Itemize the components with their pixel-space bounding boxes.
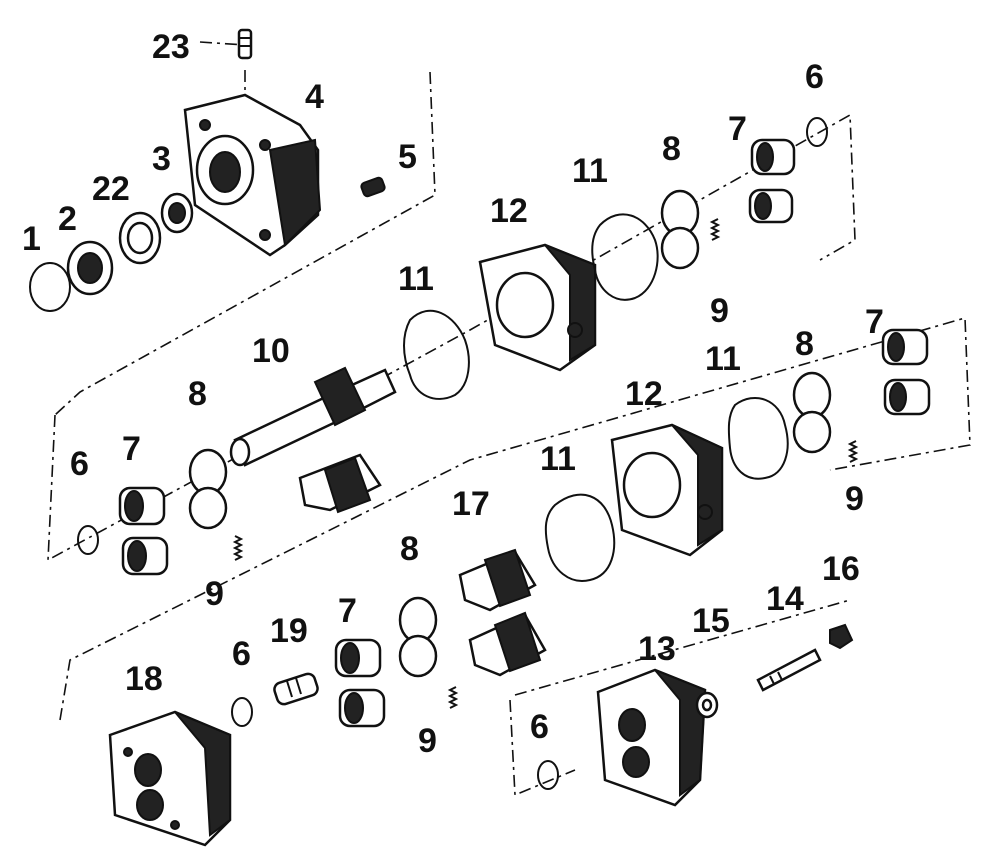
label-23: 23	[152, 28, 190, 66]
part-11-gasket-a	[403, 309, 470, 400]
label-1: 1	[22, 220, 41, 258]
part-10-drive-shaft	[229, 366, 397, 467]
part-7-bearing-c	[881, 328, 931, 416]
part-8-wear-plate-d	[398, 596, 438, 678]
label-11d: 11	[540, 440, 576, 478]
part-6-ring-b	[77, 525, 99, 555]
label-11b: 11	[398, 260, 434, 298]
label-9a: 9	[710, 292, 729, 330]
part-9-spring-b	[232, 535, 244, 561]
part-11-gasket-d	[727, 396, 789, 480]
label-6d: 6	[530, 708, 549, 746]
part-6-ring-d	[537, 760, 559, 790]
part-18-end-cover	[108, 710, 232, 847]
label-4: 4	[305, 78, 324, 116]
label-5: 5	[398, 138, 417, 176]
part-7-bearing-d	[334, 638, 386, 728]
label-6c: 6	[232, 635, 251, 673]
label-3: 3	[152, 140, 171, 178]
label-16: 16	[822, 550, 860, 588]
label-8a: 8	[662, 130, 681, 168]
part-2-seal	[66, 240, 114, 296]
label-2: 2	[58, 200, 77, 238]
part-13-rear-cover	[596, 668, 707, 807]
part-7-bearing-b	[118, 486, 169, 576]
part-9-spring-c	[847, 440, 859, 463]
part-8-wear-plate-c	[792, 371, 832, 454]
label-9b: 9	[205, 575, 224, 613]
part-9-spring-d	[447, 686, 459, 709]
label-19: 19	[270, 612, 308, 650]
label-13: 13	[638, 630, 676, 668]
label-11a: 11	[572, 152, 608, 190]
part-12-gear-housing-b	[610, 423, 724, 557]
part-3-seal	[160, 192, 194, 234]
part-9-spring-a	[709, 218, 721, 241]
part-14-stud	[756, 648, 822, 692]
part-22-washer	[118, 211, 162, 265]
part-23-fitting	[237, 28, 253, 60]
label-7d: 7	[338, 592, 357, 630]
part-15-washer	[695, 691, 719, 719]
part-8-wear-plate-b	[188, 448, 228, 530]
label-14: 14	[766, 580, 804, 618]
label-15: 15	[692, 602, 730, 640]
assembly-leader-lines	[47, 41, 971, 797]
part-12-gear-housing-a	[478, 243, 597, 372]
label-17: 17	[452, 485, 490, 523]
label-11c: 11	[705, 340, 741, 378]
part-7-bearing-a	[748, 138, 796, 224]
label-8c: 8	[795, 325, 814, 363]
part-5-plug	[360, 176, 386, 198]
part-1-snap-ring	[29, 262, 71, 312]
label-6a: 6	[805, 58, 824, 96]
part-8-wear-plate-a	[660, 189, 700, 270]
label-6b: 6	[70, 445, 89, 483]
label-7a: 7	[728, 110, 747, 148]
part-6-ring-c	[231, 697, 253, 727]
part-6-ring-a	[806, 117, 828, 147]
driven-gear-a	[298, 453, 382, 514]
label-7c: 7	[865, 303, 884, 341]
label-12b: 12	[625, 375, 663, 413]
label-7b: 7	[122, 430, 141, 468]
label-8b: 8	[188, 375, 207, 413]
part-11-gasket-c	[544, 493, 616, 582]
part-19-coupling	[273, 672, 319, 706]
label-18: 18	[125, 660, 163, 698]
label-10: 10	[252, 332, 290, 370]
part-17-gear-set	[458, 548, 547, 677]
part-11-gasket-b	[591, 213, 659, 301]
label-22: 22	[92, 170, 130, 208]
label-9d: 9	[418, 722, 437, 760]
label-9c: 9	[845, 480, 864, 518]
label-12a: 12	[490, 192, 528, 230]
part-16-nut	[829, 623, 854, 650]
label-8d: 8	[400, 530, 419, 568]
callout-labels: 23 4 5 1 2 22 3 6 7 8 11 12 9 11 10 8 7 …	[22, 28, 884, 760]
part-4-mounting-flange	[183, 93, 322, 257]
